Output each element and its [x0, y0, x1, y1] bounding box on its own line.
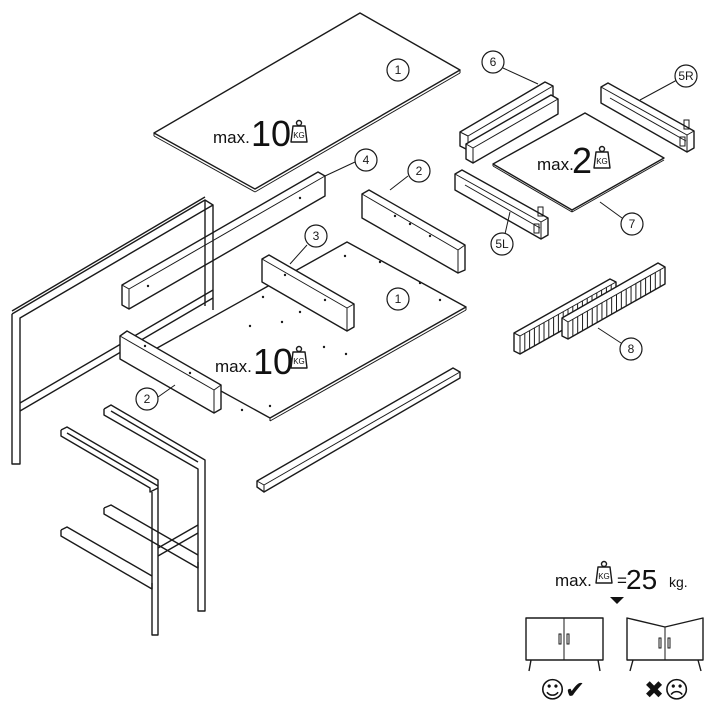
svg-text:6: 6 [490, 55, 497, 69]
weight-icon: KG [290, 119, 308, 143]
side-panel-left [119, 330, 222, 414]
total-load-prefix: max. [555, 571, 592, 590]
top-load-label: max. 10 KG [213, 113, 308, 154]
callout-back-rail: 4 [324, 148, 378, 177]
svg-text:1: 1 [395, 292, 402, 306]
drawer-bottom [492, 112, 665, 213]
left-frame [11, 196, 214, 465]
callout-middle-divider: 3 [289, 224, 328, 265]
callout-slat-panel: 8 [597, 327, 643, 361]
bottom-load-value: 10 [253, 341, 293, 382]
bottom-load-label: max. 10 KG [215, 341, 308, 382]
bad-symbols: ✖☹ [644, 676, 689, 704]
total-load-unit: kg. [669, 574, 688, 590]
drawer-side-left [454, 169, 549, 240]
top-load-prefix: max. [213, 128, 250, 147]
slat-panels [513, 262, 666, 355]
weight-icon: KG [290, 345, 308, 369]
top-panel [153, 12, 461, 193]
svg-text:8: 8 [628, 342, 635, 356]
weight-icon: KG [595, 560, 613, 584]
callout-top-panel: 1 [386, 58, 410, 82]
callout-drawer-bottom: 7 [599, 201, 644, 236]
total-load-label: max. KG = 25 kg. [555, 560, 688, 604]
svg-text:5L: 5L [495, 237, 509, 251]
total-load-eq: = [617, 571, 627, 590]
svg-text:1: 1 [395, 63, 402, 77]
svg-text:5R: 5R [678, 69, 694, 83]
callout-bottom-panel: 1 [386, 287, 410, 311]
front-rail [256, 367, 461, 493]
drawer-front [459, 81, 559, 164]
middle-divider [261, 254, 355, 332]
drawer-load-value: 2 [572, 140, 592, 181]
svg-text:7: 7 [629, 217, 636, 231]
ok-symbols: ☺✔ [540, 676, 585, 704]
slat-ribs-b [572, 269, 661, 337]
callout-side-panel-left: 2 [135, 384, 176, 411]
weight-unit: KG [293, 131, 305, 140]
front-frame [60, 404, 206, 636]
svg-text:4: 4 [363, 153, 370, 167]
svg-text:KG: KG [596, 157, 608, 166]
svg-text:2: 2 [416, 164, 423, 178]
back-rail [121, 171, 326, 310]
down-arrow-icon [610, 597, 624, 604]
svg-text:KG: KG [293, 357, 305, 366]
top-load-value: 10 [251, 113, 291, 154]
cabinet-correct [525, 617, 604, 672]
drawer-load-label: max. 2 KG [537, 140, 611, 181]
drawer-side-right [600, 82, 695, 153]
drawer-load-prefix: max. [537, 155, 574, 174]
svg-text:2: 2 [144, 392, 151, 406]
callout-side-panel-right: 2 [389, 159, 431, 191]
weight-icon: KG [593, 145, 611, 169]
svg-text:KG: KG [598, 572, 610, 581]
bottom-load-prefix: max. [215, 357, 252, 376]
side-panel-right [361, 189, 466, 274]
total-load-value: 25 [626, 564, 657, 595]
callout-drawer-side-right: 5R [639, 64, 698, 101]
callout-drawer-side-left: 5L [490, 211, 514, 256]
cabinet-incorrect [626, 617, 704, 672]
callout-drawer-front: 6 [481, 50, 539, 85]
svg-text:3: 3 [313, 229, 320, 243]
